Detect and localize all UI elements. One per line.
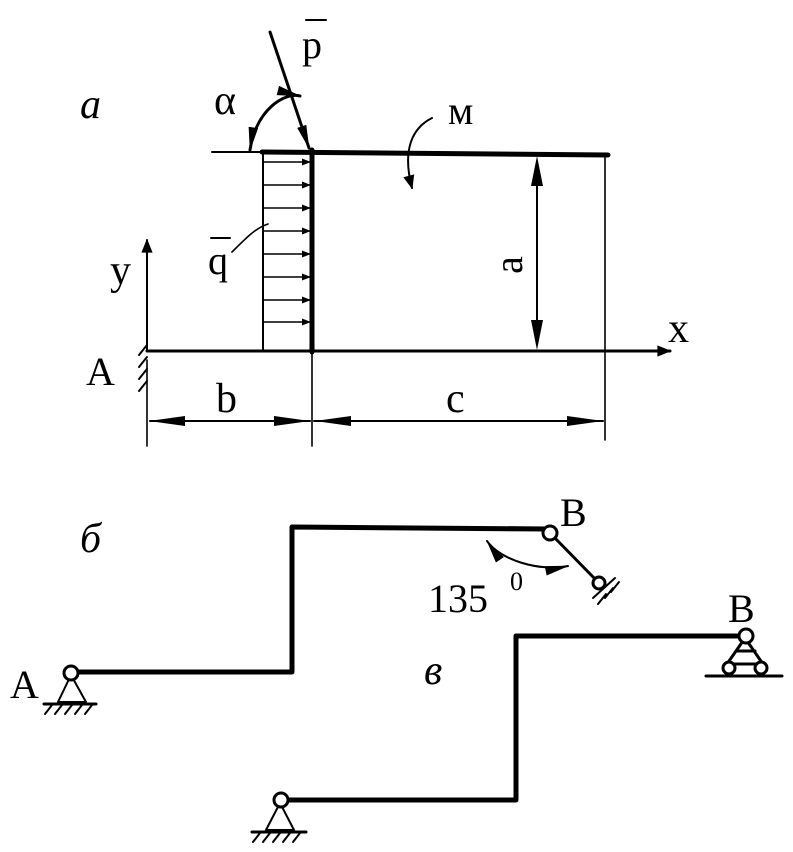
pin-support-bottom bbox=[250, 791, 308, 843]
dim-c-label: c bbox=[446, 376, 465, 422]
angle-135-label: 135 0 bbox=[428, 567, 523, 621]
load-q-label: q bbox=[208, 223, 269, 283]
x-axis-label: x bbox=[668, 306, 689, 352]
angle-135-arc bbox=[486, 540, 570, 576]
rod-pin-top bbox=[541, 524, 559, 542]
point-a-label-top: A bbox=[86, 349, 115, 394]
rod-pin-bottom bbox=[591, 575, 607, 591]
moment-m-arrow bbox=[403, 117, 433, 190]
alpha-angle-arc bbox=[248, 85, 302, 152]
panel-b-figure: б A B 135 0 bbox=[10, 490, 620, 715]
angle-135-value: 135 bbox=[428, 576, 488, 621]
dim-b-arrow-left bbox=[149, 416, 185, 426]
point-b-label-right: B bbox=[728, 586, 755, 631]
dim-c-arrow-left bbox=[315, 416, 351, 426]
inclined-rod bbox=[548, 531, 600, 584]
point-a-label-bottom: A bbox=[10, 662, 39, 707]
distributed-load-arrows bbox=[263, 158, 311, 326]
pin-support-a bbox=[42, 664, 98, 715]
dim-c-arrow-right bbox=[567, 416, 603, 426]
panel-v-figure: в B bbox=[250, 586, 784, 843]
panel-v-label: в bbox=[424, 648, 442, 694]
panel-a-label: а bbox=[80, 82, 101, 128]
inclined-rod-support-b bbox=[541, 524, 620, 605]
dim-b-arrow-right bbox=[274, 416, 310, 426]
force-p-text: p bbox=[302, 22, 322, 67]
force-p-label: p bbox=[302, 19, 327, 67]
dim-a-arrow-bottom bbox=[531, 320, 543, 350]
moment-m-label: м bbox=[448, 88, 473, 133]
panel-b-frame bbox=[70, 524, 551, 675]
y-axis-label: y bbox=[110, 248, 131, 294]
load-q-leader bbox=[231, 223, 269, 253]
dim-a-label: a bbox=[486, 256, 531, 274]
dim-b-label: b bbox=[216, 376, 237, 422]
roller-support-b bbox=[704, 627, 784, 678]
panel-v-frame bbox=[279, 633, 748, 803]
alpha-label: α bbox=[214, 78, 236, 124]
frame-top-edge bbox=[259, 149, 611, 158]
fixed-support-a bbox=[138, 344, 148, 392]
load-q-text: q bbox=[208, 238, 228, 283]
angle-135-degree: 0 bbox=[510, 567, 523, 596]
point-b-label-mid: B bbox=[560, 490, 587, 535]
dim-a-arrow-top bbox=[531, 156, 543, 186]
panel-a-figure: а x y A q bbox=[80, 19, 689, 447]
panel-b-label: б bbox=[80, 516, 103, 562]
